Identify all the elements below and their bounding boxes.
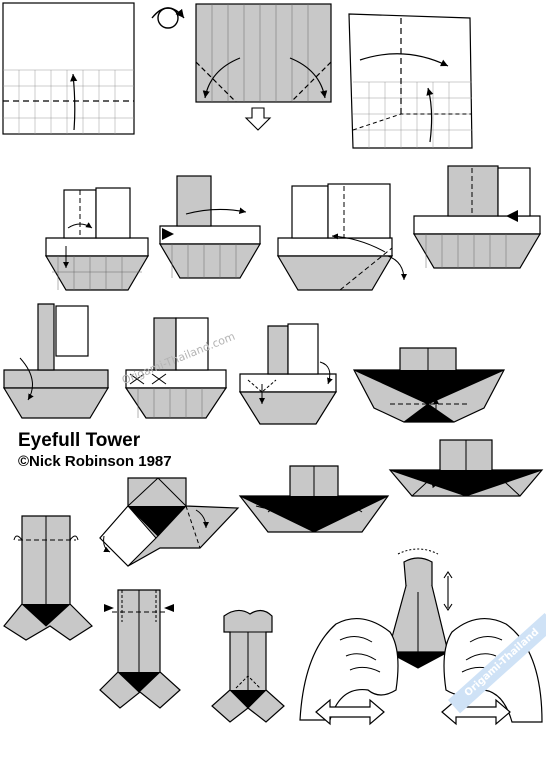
step-14-flat-boat (238, 465, 390, 533)
step-1-square-valley-fold (2, 2, 135, 135)
step-3-open-square (348, 13, 473, 149)
step-10-ship (238, 323, 338, 425)
step-8-ship (2, 303, 110, 419)
step-6-raised-flap (276, 183, 407, 291)
author-credit: ©Nick Robinson 1987 (18, 453, 172, 470)
step-12-long-tower (3, 515, 93, 641)
step-16-tower-body (99, 589, 181, 709)
diagram-title: Eyefull Tower (18, 430, 141, 451)
step-17-tower-head (211, 609, 285, 723)
step-2-coloured-rectangle (195, 3, 332, 131)
step-4-boat-base (44, 187, 150, 291)
step-13-kite-base (99, 477, 240, 567)
turn-over-symbol (151, 7, 185, 29)
step-7-boat-folded (412, 165, 542, 269)
step-5-boat-fold (158, 175, 262, 279)
step-9-ship (124, 317, 228, 419)
step-18-hands-pull (299, 548, 543, 726)
step-15-flat-boat (388, 439, 544, 497)
step-11-collapse (353, 347, 505, 423)
